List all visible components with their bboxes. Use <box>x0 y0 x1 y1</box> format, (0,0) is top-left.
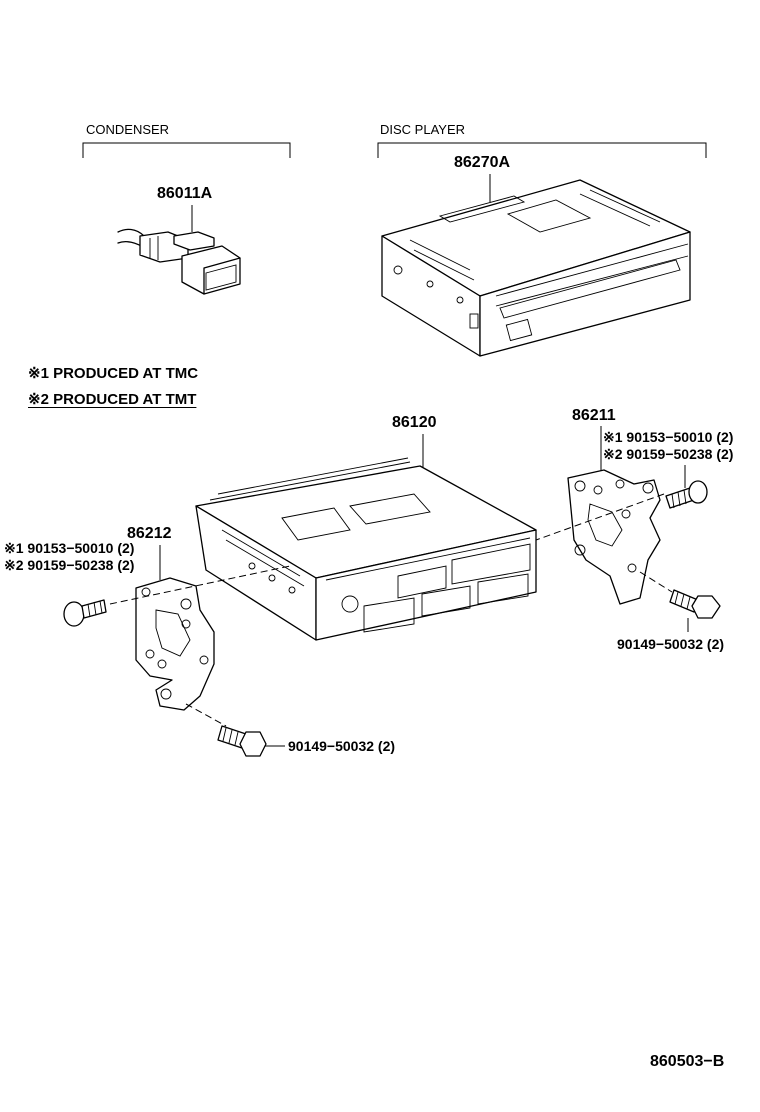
assembly-line-left-bolt <box>185 703 227 727</box>
note-produced-tmt: ※2 PRODUCED AT TMT <box>28 391 197 408</box>
screw-left-tmt-label: ※2 90159−50238 (2) <box>4 557 135 573</box>
assembly-line-right-bolt <box>639 571 673 593</box>
screw-right-tmc-label: ※1 90153−50010 (2) <box>603 429 734 445</box>
disc-player-group-bracket <box>377 142 707 158</box>
assembly-line-lower <box>109 565 291 605</box>
bolt-left-label: 90149−50032 (2) <box>288 738 396 754</box>
bolt-right-label: 90149−50032 (2) <box>617 636 725 652</box>
bolt-right-icon <box>669 589 721 619</box>
assembly-line-upper <box>535 493 665 541</box>
part-number-condenser: 86011A <box>157 185 213 202</box>
condenser-group-bracket <box>82 142 291 158</box>
part-number-disc-player: 86270A <box>454 154 511 171</box>
radio-receiver-icon <box>195 457 537 641</box>
part-number-bracket-left: 86212 <box>127 525 172 542</box>
screw-left-tmc-label: ※1 90153−50010 (2) <box>4 540 135 556</box>
figure-code: 860503−B <box>650 1053 725 1070</box>
disc-player-icon <box>381 179 691 357</box>
condenser-icon <box>117 228 241 295</box>
bracket-left-icon <box>135 577 215 711</box>
disc-player-group-label: DISC PLAYER <box>380 122 466 137</box>
screw-right-icon <box>665 480 708 509</box>
bracket-right-icon <box>567 469 661 605</box>
note-produced-tmc: ※1 PRODUCED AT TMC <box>28 365 199 382</box>
condenser-group-label: CONDENSER <box>86 122 170 137</box>
screw-left-icon <box>63 599 107 627</box>
bolt-left-icon <box>217 725 267 757</box>
screw-right-tmt-label: ※2 90159−50238 (2) <box>603 446 734 462</box>
part-number-bracket-right: 86211 <box>572 407 616 424</box>
part-number-radio-receiver: 86120 <box>392 414 437 431</box>
